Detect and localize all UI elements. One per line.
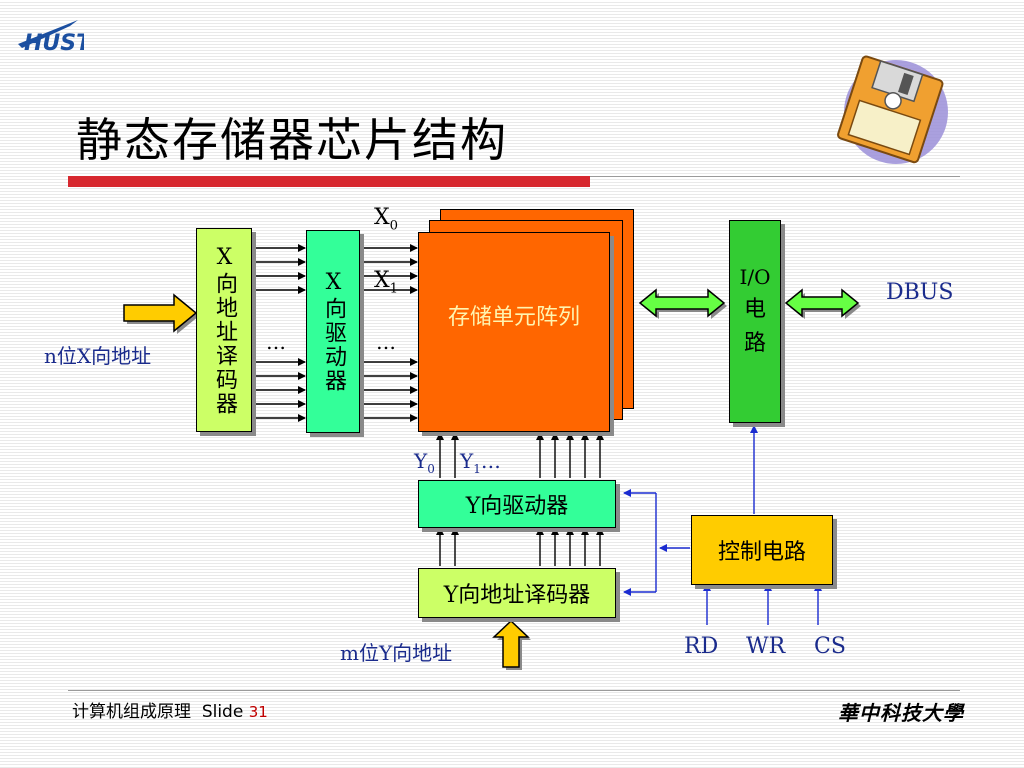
io-label-line3: 路 bbox=[743, 331, 766, 356]
y0-label: Y0 bbox=[414, 449, 435, 476]
y-decoder-label: Y向地址译码器 bbox=[443, 583, 591, 608]
y1-label: Y1… bbox=[460, 449, 501, 476]
hust-logo: HUST bbox=[12, 14, 93, 60]
footer-slide-word: Slide bbox=[201, 702, 244, 722]
memory-array-label: 存储单元阵列 bbox=[447, 305, 580, 330]
x-address-input-arrow bbox=[123, 293, 199, 334]
university-name: 華中科技大學 bbox=[838, 701, 964, 725]
y-address-decoder: Y向地址译码器 bbox=[418, 568, 616, 618]
footer-slide-number: 31 bbox=[248, 703, 268, 721]
x-address-decoder: X向地址译码器 bbox=[196, 228, 252, 432]
y-address-input-arrow bbox=[492, 619, 531, 670]
x-address-label: n位X向地址 bbox=[44, 344, 152, 368]
x-decoder-ellipsis: … bbox=[266, 330, 286, 354]
x-driver-ellipsis: … bbox=[376, 330, 396, 354]
x-decoder-label: X向地址译码器 bbox=[212, 244, 237, 416]
logo-text: HUST bbox=[24, 31, 84, 56]
footer-course: 计算机组成原理 bbox=[72, 702, 191, 722]
page-title: 静态存储器芯片结构 bbox=[76, 113, 508, 167]
footer-divider bbox=[68, 690, 960, 691]
x1-label: X1 bbox=[374, 268, 399, 297]
signal-rd-label: RD bbox=[684, 634, 719, 659]
title-divider bbox=[590, 176, 960, 177]
io-circuit: I/O 电 路 bbox=[729, 220, 781, 423]
x-driver: X向驱动器 bbox=[306, 230, 360, 433]
dbus-label: DBUS bbox=[886, 280, 954, 305]
io-label-line1: I/O bbox=[739, 265, 771, 289]
x0-label: X0 bbox=[374, 205, 399, 234]
control-circuit-label: 控制电路 bbox=[717, 540, 806, 565]
title-underline-bar bbox=[68, 176, 590, 187]
signal-wr-label: WR bbox=[746, 634, 786, 659]
io-dbus-double-arrow bbox=[784, 288, 861, 319]
signal-cs-label: CS bbox=[814, 634, 846, 659]
array-io-double-arrow bbox=[638, 288, 727, 319]
y-driver: Y向驱动器 bbox=[418, 480, 616, 528]
y-address-label: m位Y向地址 bbox=[340, 641, 453, 665]
footer: 计算机组成原理 Slide 31 bbox=[72, 697, 268, 722]
x-driver-label: X向驱动器 bbox=[321, 270, 346, 393]
memory-array: 存储单元阵列 bbox=[418, 232, 610, 432]
floppy-disk-icon bbox=[826, 52, 952, 172]
io-label-line2: 电 bbox=[743, 297, 766, 322]
control-circuit: 控制电路 bbox=[691, 515, 833, 585]
y-driver-label: Y向驱动器 bbox=[465, 494, 569, 519]
